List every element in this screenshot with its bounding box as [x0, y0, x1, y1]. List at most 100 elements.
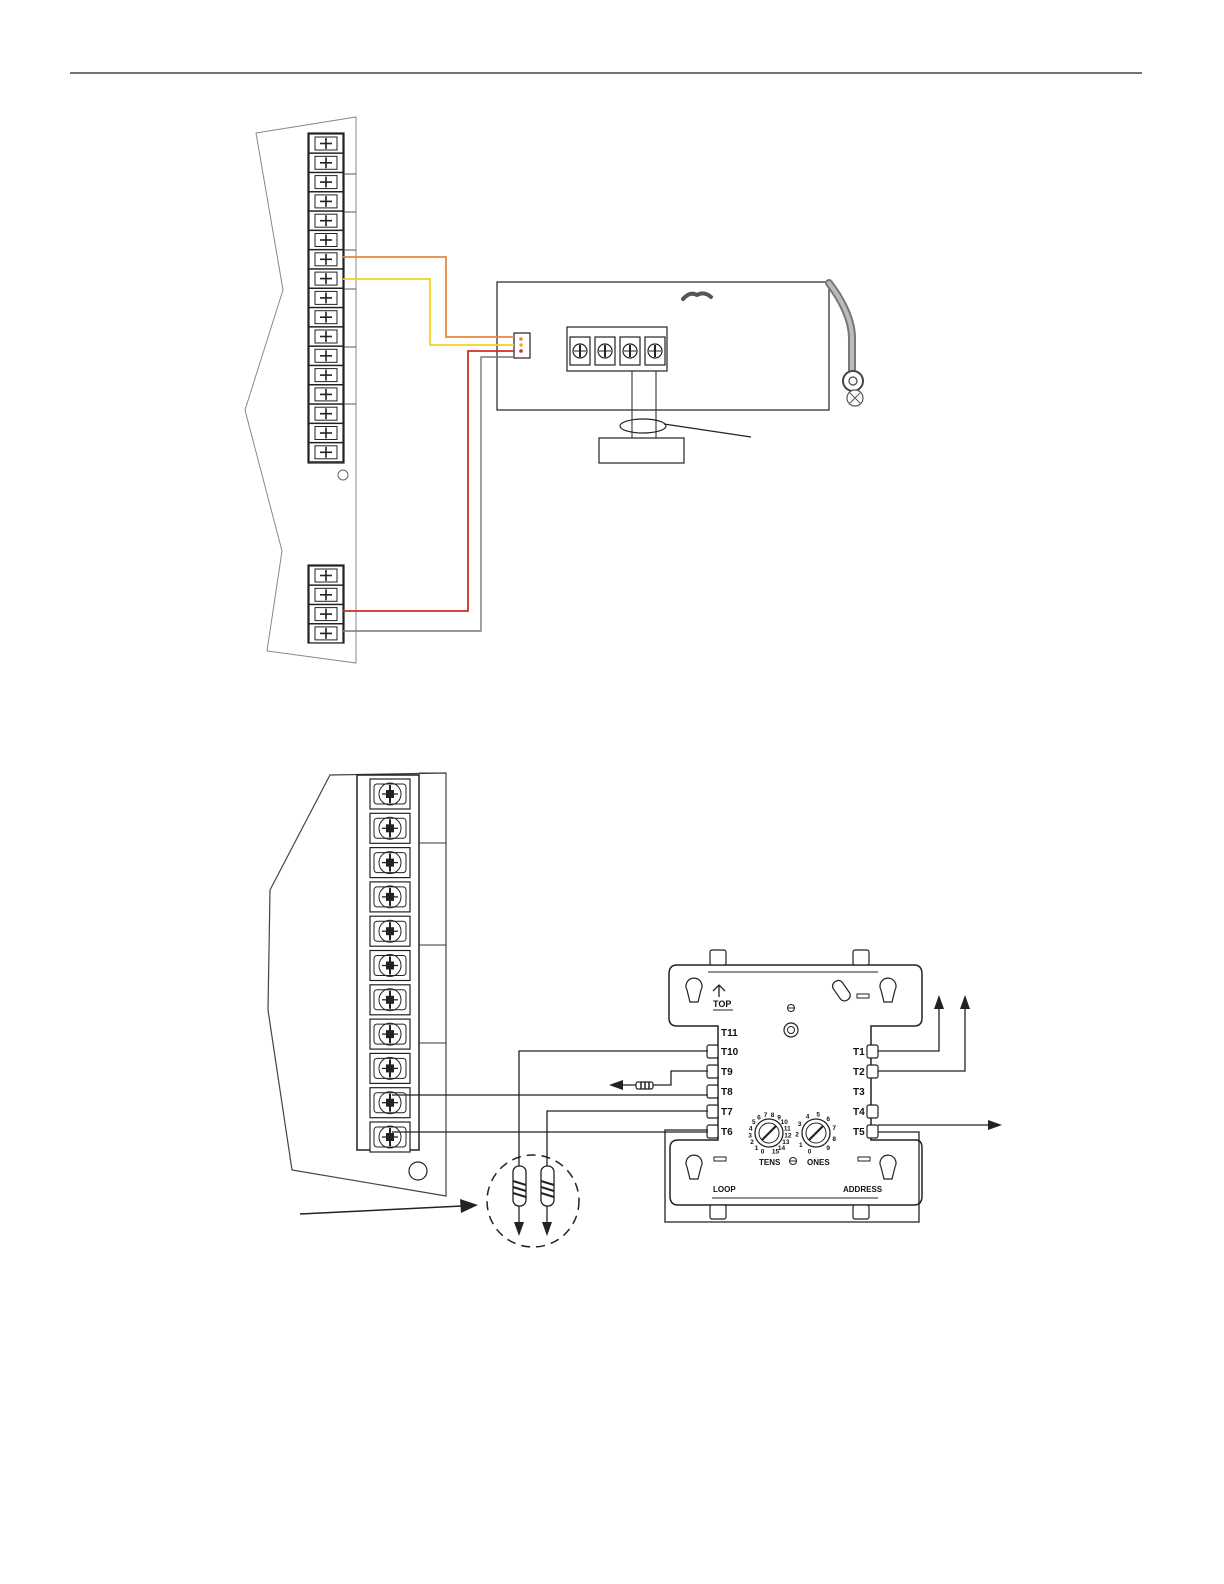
tens-label: TENS [759, 1158, 781, 1167]
terminal-label: T6 [721, 1127, 733, 1138]
terminal-screw-head [386, 824, 394, 832]
arrow-head [514, 1222, 524, 1236]
small-terminal [309, 385, 343, 404]
small-terminal [309, 308, 343, 327]
resistor-body [541, 1166, 554, 1206]
resistor-pair [513, 1166, 554, 1236]
cable-tie [620, 419, 666, 433]
terminal-screw-head [386, 1064, 394, 1072]
terminal-screw-head [386, 927, 394, 935]
dial-number: 6 [826, 1116, 830, 1123]
terminal-screw-head [386, 1030, 394, 1038]
dial-number: 0 [808, 1148, 812, 1155]
small-terminal [309, 605, 343, 624]
module-terminal [707, 1085, 718, 1098]
dial-number: 5 [816, 1112, 820, 1119]
large-strip-stubs [419, 773, 446, 1043]
arrow-head [988, 1120, 1002, 1130]
arrow-head [542, 1222, 552, 1236]
large-terminal [370, 1088, 410, 1118]
dial-number: 6 [757, 1114, 761, 1121]
terminal-label: T5 [853, 1127, 865, 1138]
strip-label-stubs [344, 174, 356, 404]
top-label: TOP [713, 999, 731, 1009]
terminal-label: T7 [721, 1107, 733, 1118]
large-terminal [370, 985, 410, 1015]
small-terminal [309, 288, 343, 307]
terminal-screw-head [386, 893, 394, 901]
dial-number: 8 [771, 1112, 775, 1119]
wire-yellow [343, 279, 514, 345]
small-terminal [309, 566, 343, 585]
wire-lead [653, 1071, 708, 1085]
plate-tab [710, 1205, 726, 1219]
large-terminal [370, 779, 410, 809]
small-terminal [309, 192, 343, 211]
terminal-strip-top [308, 133, 344, 463]
dial-number: 7 [764, 1112, 768, 1119]
dial-number: 1 [755, 1145, 759, 1152]
terminal-screw-head [386, 790, 394, 798]
module-terminal [867, 1125, 878, 1138]
dial-number: 9 [826, 1145, 830, 1152]
small-terminal [309, 404, 343, 423]
small-terminal [309, 250, 343, 269]
large-terminal [370, 916, 410, 946]
module-terminal [867, 1105, 878, 1118]
module-terminal [707, 1105, 718, 1118]
module-terminal [707, 1125, 718, 1138]
device-box [599, 438, 684, 463]
terminal-label: T10 [721, 1047, 739, 1058]
arrow-head [460, 1199, 478, 1213]
small-terminal [309, 585, 343, 604]
arrow-head [609, 1080, 623, 1090]
resistor-body [513, 1166, 526, 1206]
small-terminal [309, 346, 343, 365]
ground-cable [829, 283, 852, 370]
device-terminal-block [567, 327, 667, 371]
wire-orange [343, 257, 514, 337]
connector-pin [519, 337, 523, 341]
dial-number: 2 [750, 1139, 754, 1146]
small-terminal [309, 173, 343, 192]
connector-pin [519, 349, 523, 353]
large-terminal [370, 1122, 410, 1152]
dial-number: 8 [832, 1136, 836, 1143]
mounting-hole-large [409, 1162, 427, 1180]
small-terminal [309, 269, 343, 288]
callout-leader [300, 1206, 462, 1214]
terminal-label: T1 [853, 1047, 865, 1058]
wire-gray [343, 357, 514, 631]
plate-tab [853, 1205, 869, 1219]
large-terminal [370, 1053, 410, 1083]
terminal-label: T4 [853, 1107, 865, 1118]
small-terminal [309, 231, 343, 250]
dial-number: 3 [748, 1133, 752, 1140]
terminal-screw-head [386, 1099, 394, 1107]
addressable-module: TOP T11T10T9T8T7T6 T1T2T3T4T5 0123456789… [669, 950, 922, 1219]
ground-lug [843, 371, 863, 391]
mounting-hole [338, 470, 348, 480]
enclosure-handle [683, 293, 711, 299]
dial-number: 7 [832, 1125, 836, 1132]
large-terminal-block [370, 779, 410, 1152]
dial-number: 5 [752, 1119, 756, 1126]
terminal-screw-head [386, 859, 394, 867]
dial-number: 0 [761, 1148, 765, 1155]
module-terminal [867, 1045, 878, 1058]
small-terminal [309, 134, 343, 153]
arrow-head [960, 995, 970, 1009]
dial-number: 2 [795, 1132, 799, 1139]
large-terminal [370, 951, 410, 981]
detail-circle [487, 1155, 579, 1247]
module-terminal [707, 1045, 718, 1058]
module-terminal [867, 1065, 878, 1078]
connector-pin [519, 343, 523, 347]
ones-label: ONES [807, 1158, 830, 1167]
small-terminal [309, 424, 343, 443]
small-terminal [309, 211, 343, 230]
dial-number: 4 [806, 1114, 810, 1121]
small-terminal [309, 153, 343, 172]
small-terminal [309, 624, 343, 643]
large-terminal [370, 813, 410, 843]
